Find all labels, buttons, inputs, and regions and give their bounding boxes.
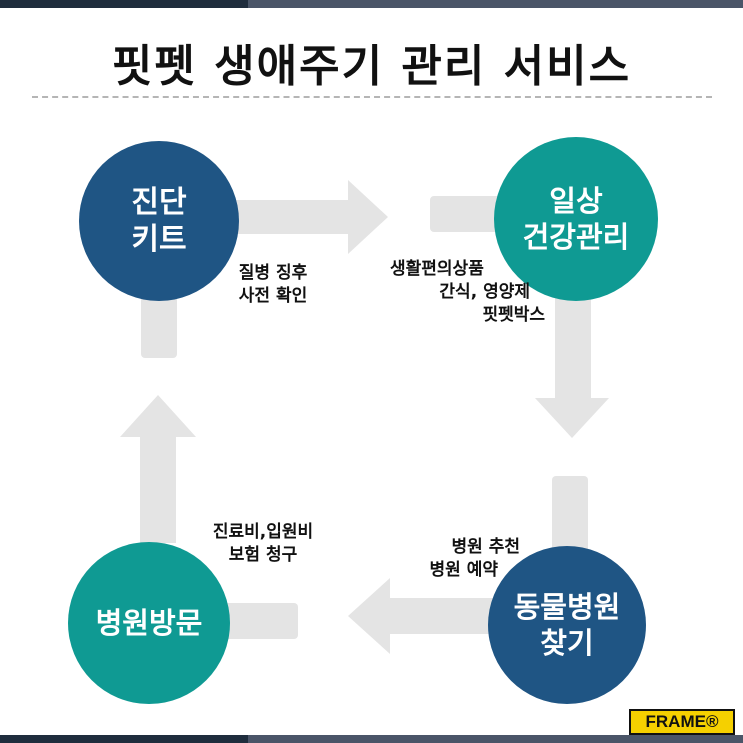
title-divider <box>32 96 712 98</box>
node-hospital-visit-line1: 병원방문 <box>95 605 203 640</box>
label-billing-line1: 진료비,입원비 <box>212 522 314 542</box>
node-find-hospital: 동물병원 찾기 <box>488 546 646 704</box>
label-daily-products-line3: 핏펫박스 <box>482 304 545 325</box>
label-daily-products-line2: 간식, 영양제 <box>439 281 530 302</box>
label-symptom-check-line2: 사전 확인 <box>238 285 308 306</box>
label-hospital-booking: 병원 추천 병원 예약 <box>402 536 520 582</box>
connector-daily-left <box>430 196 510 232</box>
label-symptom-check-line1: 질병 징후 <box>238 263 308 283</box>
label-billing: 진료비,입원비 보험 청구 <box>192 521 334 567</box>
frame-logo-badge: FRAME® <box>629 709 735 735</box>
label-daily-products: 생활편의상품 간식, 영양제 핏펫박스 <box>390 258 545 327</box>
node-daily-health-line2: 건강관리 <box>522 220 630 254</box>
top-frame-bar <box>0 0 743 8</box>
top-frame-bar-accent <box>0 0 248 8</box>
page-title: 핏펫 생애주기 관리 서비스 <box>111 41 632 92</box>
connector-hospital-top <box>552 476 588 556</box>
node-find-hospital-line2: 찾기 <box>540 626 594 660</box>
arrow-daily-to-hospital <box>535 290 609 438</box>
arrow-kit-to-daily <box>230 180 388 254</box>
arrow-visit-to-kit <box>120 395 196 543</box>
node-diagnostic-kit-line2: 키트 <box>131 222 187 257</box>
arrow-hospital-to-visit <box>348 578 496 654</box>
bottom-frame-bar <box>0 735 743 743</box>
node-hospital-visit: 병원방문 <box>68 542 230 704</box>
label-hospital-booking-line1: 병원 추천 <box>451 537 520 557</box>
node-find-hospital-line1: 동물병원 <box>513 589 621 624</box>
bottom-frame-bar-accent <box>0 735 248 743</box>
connector-visit-right <box>220 603 298 639</box>
label-symptom-check: 질병 징후 사전 확인 <box>223 262 323 308</box>
label-billing-line2: 보험 청구 <box>228 544 298 565</box>
node-diagnostic-kit-line1: 진단 <box>131 184 187 220</box>
node-daily-health: 일상 건강관리 <box>494 137 658 301</box>
node-daily-health-line1: 일상 <box>549 183 603 218</box>
label-daily-products-line1: 생활편의상품 <box>390 259 484 279</box>
label-hospital-booking-line2: 병원 예약 <box>429 559 498 580</box>
node-diagnostic-kit: 진단 키트 <box>79 141 239 301</box>
